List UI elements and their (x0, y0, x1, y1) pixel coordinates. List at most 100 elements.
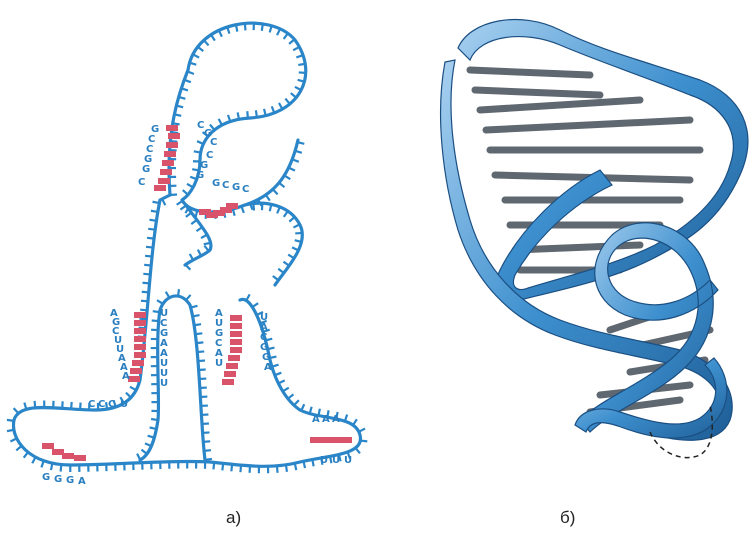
backbone-tick (141, 450, 147, 454)
backbone-tick (183, 190, 188, 195)
backbone-tick (142, 292, 149, 293)
backbone-tick (286, 465, 287, 472)
base-pair (230, 323, 242, 329)
base-pair (134, 312, 146, 318)
backbone-tick (180, 205, 186, 209)
base-pair (224, 371, 236, 377)
backbone-tick (148, 229, 155, 230)
backbone-tick (304, 461, 305, 468)
backbone-tick (356, 448, 360, 453)
base-pair (42, 443, 54, 449)
backbone-tick (301, 404, 304, 410)
panel-label-a: а) (226, 508, 241, 528)
backbone-tick (187, 184, 193, 187)
backbone-tick (170, 141, 177, 142)
backbone-tick (10, 438, 16, 441)
backbone-tick (197, 351, 204, 352)
base-pair (134, 336, 146, 342)
backbone-tick (246, 294, 249, 300)
backbone-tick (293, 47, 299, 50)
base-pair (134, 352, 146, 358)
backbone-tick (198, 47, 203, 51)
backbone-tick (141, 301, 148, 302)
nucleotide-letter: A (78, 476, 86, 487)
nucleotide-letters: GCCGGCCGCCGGAGCUUAAACCCUGGGAUCGAAUUUAUGC… (42, 120, 352, 487)
backbone-tick (174, 114, 181, 115)
nucleotide-letter: U (120, 399, 128, 410)
backbone-tick (7, 430, 14, 431)
backbone-tick (196, 342, 203, 343)
nucleotide-letter: U (332, 455, 340, 466)
backbone-tick (295, 463, 297, 470)
base-rung (470, 70, 590, 75)
backbone-tick (193, 54, 199, 57)
backbone-tick (258, 200, 261, 206)
backbone-tick (291, 93, 296, 98)
backbone-tick (198, 361, 205, 362)
base-pair (132, 360, 144, 366)
backbone-tick (268, 348, 275, 350)
backbone-tick (284, 33, 288, 39)
backbone-tick (273, 189, 278, 194)
backbone-tick (292, 159, 299, 161)
backbone-tick (7, 420, 14, 421)
backbone-tick (170, 194, 177, 195)
backbone-tick (279, 183, 284, 187)
base-pair (226, 363, 238, 369)
backbone-tick (143, 283, 150, 284)
backbone-tick (186, 213, 192, 217)
nucleotide-letter: G (196, 170, 204, 181)
base-pair (128, 376, 140, 382)
backbone-tick (231, 464, 232, 471)
backbone-tick (186, 295, 191, 300)
nucleotide-letter: C (222, 180, 229, 191)
nucleotide-letter: G (42, 472, 50, 483)
nucleotide-letter: C (138, 177, 145, 188)
backbone-tick (312, 459, 313, 466)
nucleotide-letter: C (210, 137, 217, 148)
backbone-tick (219, 119, 222, 125)
trna-tertiary-ribbon-model (441, 20, 748, 458)
nucleotide-letter: C (88, 399, 95, 410)
backbone-tick (195, 333, 202, 334)
nucleotide-letter: U (160, 378, 168, 389)
nucleotide-letter: G (66, 475, 74, 486)
base-pair (130, 368, 142, 374)
backbone-tick (241, 206, 243, 213)
backbone-tick (139, 319, 146, 320)
backbone-tick (193, 315, 200, 316)
backbone-tick (106, 402, 107, 409)
backbone-tick (284, 175, 290, 179)
nucleotide-letter: U (344, 455, 352, 466)
backbone-tick (198, 250, 201, 256)
nucleotide-letter: G (142, 164, 150, 175)
backbone-tick (61, 465, 62, 472)
backbone-tick (219, 30, 222, 36)
backbone-tick (191, 220, 197, 224)
backbone-tick (150, 428, 157, 429)
backbone-tick (205, 459, 212, 460)
backbone-tick (162, 199, 165, 205)
base-pair (154, 185, 166, 191)
backbone-tick (266, 195, 270, 201)
backbone-tick (137, 454, 140, 460)
base-pair (222, 379, 234, 385)
base-pair (340, 437, 352, 443)
backbone-tick (253, 204, 254, 211)
backbone-tick (145, 256, 152, 257)
backbone-tick (204, 450, 211, 451)
nucleotide-letter: C (242, 184, 249, 195)
nucleotide-letter: U (320, 455, 328, 466)
backbone-tick (204, 243, 211, 244)
backbone-tick (277, 29, 280, 35)
backbone-tick (298, 64, 305, 65)
backbone-tick (213, 462, 214, 469)
base-rung (480, 100, 640, 110)
base-pair (162, 160, 174, 166)
nucleotide-letter: G (212, 178, 220, 189)
base-pair (230, 347, 242, 353)
backbone-ticks (7, 23, 367, 473)
base-pair (226, 203, 238, 209)
backbone-tick (35, 401, 36, 408)
